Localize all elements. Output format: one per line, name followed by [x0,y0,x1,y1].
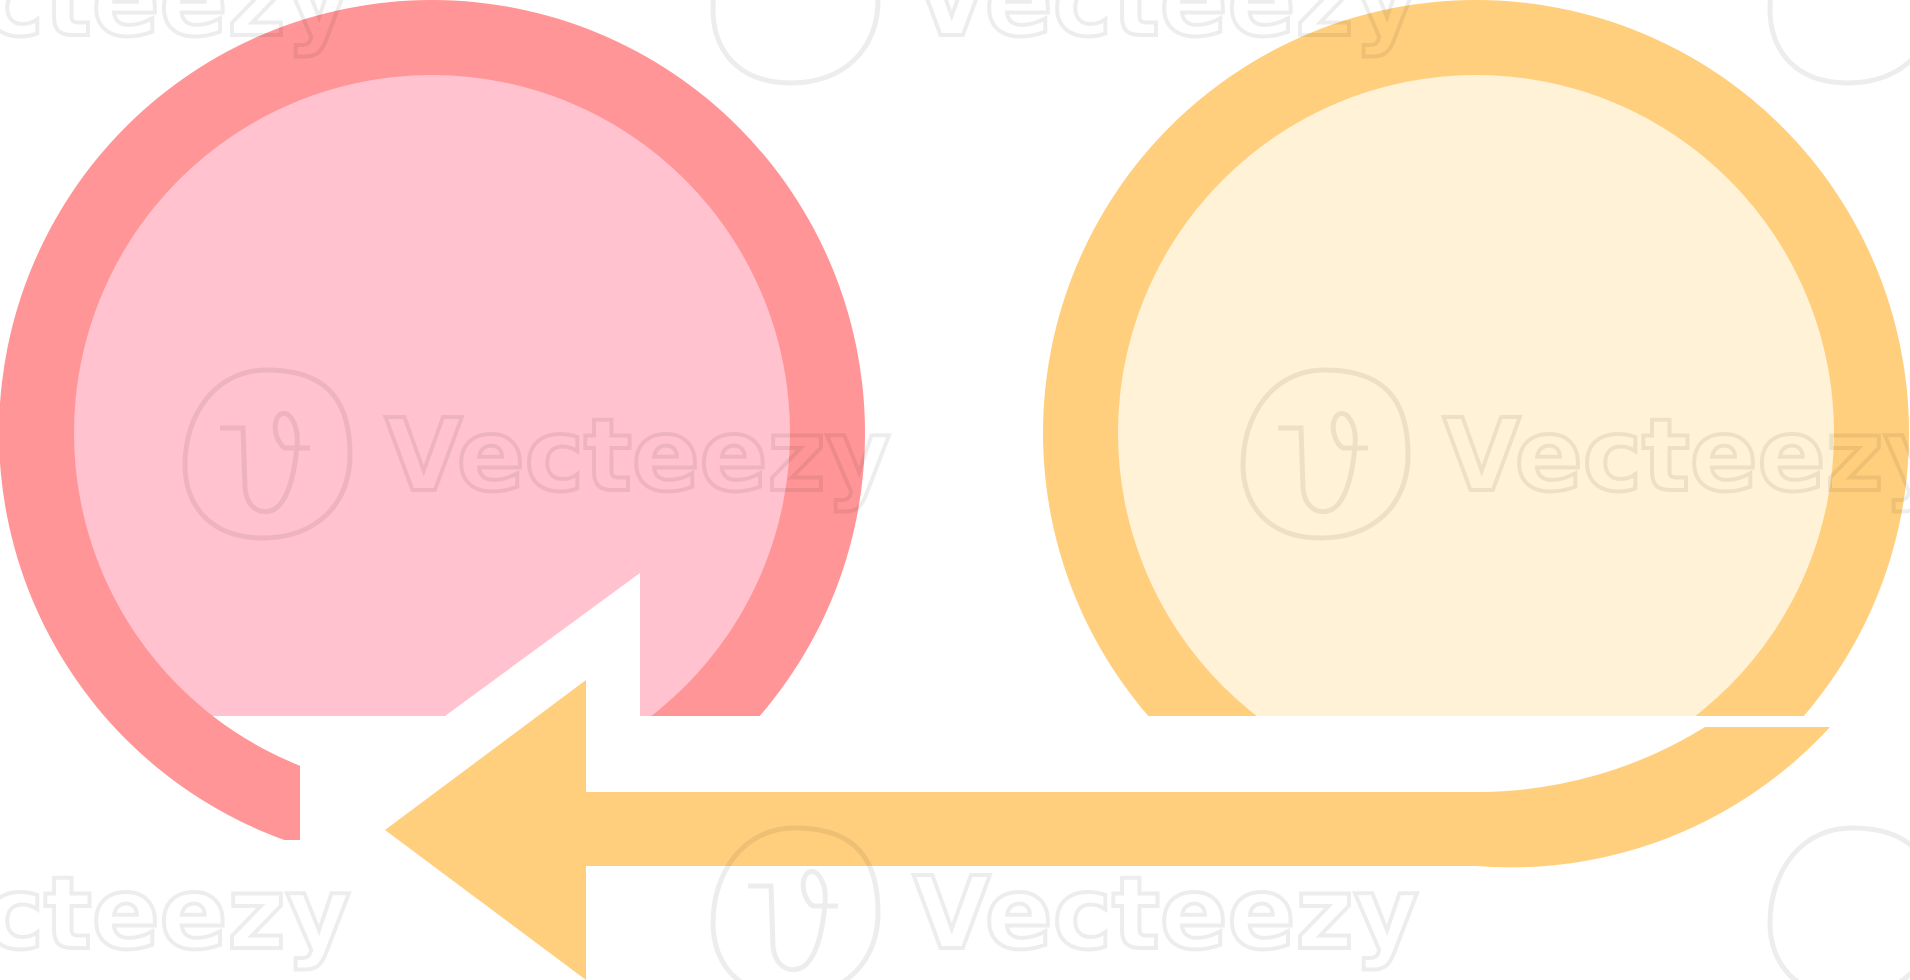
watermark-text-center-left: Vecteezy [385,397,891,514]
red-loop [0,0,865,840]
watermark-text-top-left: Vecteezy [0,0,351,59]
watermark-text-top-center: Vecteezy [913,0,1419,59]
yellow-loop [1040,0,1910,866]
return-arrow [385,680,1830,980]
arrow-tail-curve [586,727,1830,868]
watermark-text-bottom-left: Vecteezy [0,855,351,972]
watermark-text-bottom-center: Vecteezy [913,855,1419,972]
arrow-head-left-icon [385,680,586,980]
ring-gap-cutout [445,573,640,716]
watermark-text-center-right: Vecteezy [1443,397,1910,514]
yellow-loop-fill [1116,73,1836,716]
red-loop-fill [72,73,792,716]
